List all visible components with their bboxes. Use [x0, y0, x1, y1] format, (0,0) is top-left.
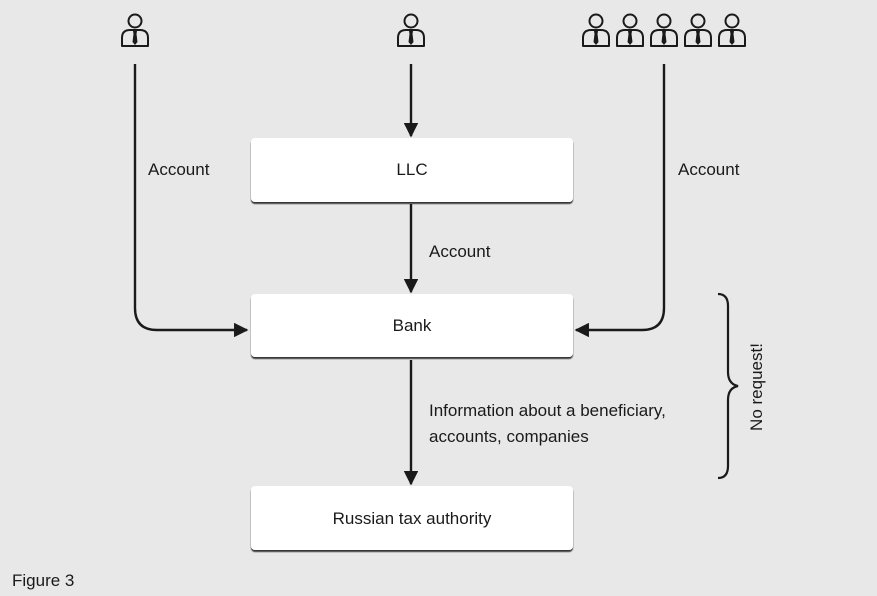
person-icon: [616, 13, 644, 47]
person-icon: [582, 13, 610, 47]
left-owner-arrow: [133, 64, 249, 338]
person-icon: [121, 13, 149, 47]
tax-authority-box: Russian tax authority: [251, 486, 573, 550]
information-label-line2: accounts, companies: [429, 427, 589, 446]
information-label-line1: Information about a beneficiary,: [429, 401, 666, 420]
left-account-label: Account: [148, 160, 210, 179]
person-icon: [684, 13, 712, 47]
person-icon: [718, 13, 746, 47]
person-icon-group-center: [397, 13, 425, 47]
person-icon: [397, 13, 425, 47]
llc-bank-account-label: Account: [429, 242, 491, 261]
right-account-label: Account: [678, 160, 740, 179]
person-icon: [650, 13, 678, 47]
tax-authority-label: Russian tax authority: [333, 509, 492, 528]
person-icon-group-left: [121, 13, 149, 47]
figure-caption: Figure 3: [12, 571, 74, 590]
llc-label: LLC: [396, 160, 427, 179]
bank-box: Bank: [251, 294, 573, 357]
llc-box: LLC: [251, 138, 573, 202]
no-request-label: No request!: [747, 343, 766, 431]
curly-brace: [717, 292, 739, 480]
bank-label: Bank: [393, 316, 432, 335]
right-owner-arrow: [574, 64, 666, 338]
person-icon-group-right: [582, 13, 746, 47]
